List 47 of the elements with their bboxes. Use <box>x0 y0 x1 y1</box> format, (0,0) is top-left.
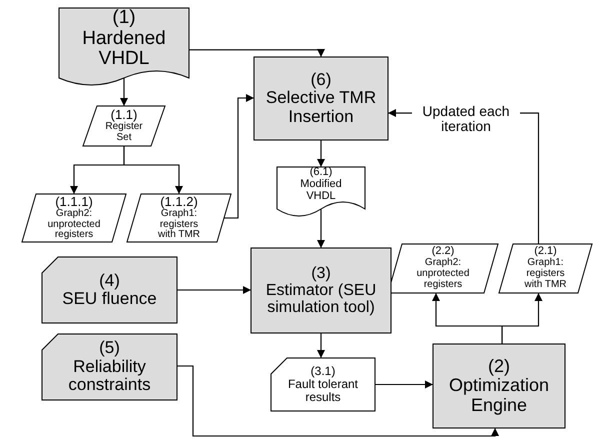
node-label: Modified VHDL <box>299 178 343 203</box>
arrow <box>317 140 325 167</box>
node-label: Graph1: registers with TMR <box>156 208 202 242</box>
node-label: Graph1: registers with TMR <box>523 258 568 291</box>
step-number: (6.1) <box>310 167 332 179</box>
node-label: Hardened VHDL <box>81 28 167 70</box>
arrow <box>224 94 254 219</box>
step-number: (3.1) <box>310 365 336 378</box>
step-number: (4) <box>99 272 120 290</box>
node-label: Selective TMR Insertion <box>264 89 378 126</box>
arrow <box>317 333 325 358</box>
data-parallelogram <box>127 194 231 242</box>
node-label: Register Set <box>104 122 144 144</box>
process-box <box>254 57 388 140</box>
step-number: (2) <box>488 356 510 376</box>
card-shape <box>271 358 375 411</box>
node-label: Optimization Engine <box>448 376 550 416</box>
step-number: (2.2) <box>432 246 454 258</box>
node-label: Estimator (SEU simulation tool) <box>264 282 378 316</box>
step-number: (1.1.2) <box>160 194 198 209</box>
card-shape <box>42 257 177 323</box>
arrow <box>123 146 183 194</box>
step-number: (1.1.1) <box>55 194 93 209</box>
node-label: Graph2: unprotected registers <box>416 258 470 291</box>
node-label: Graph2: unprotected registers <box>46 208 102 242</box>
data-parallelogram <box>83 106 165 146</box>
arrow <box>120 78 128 106</box>
arrow <box>177 365 500 437</box>
arrow <box>501 293 542 344</box>
step-number: (6) <box>310 70 332 90</box>
step-number: (5) <box>99 339 120 358</box>
node-label: Fault tolerant results <box>286 378 360 404</box>
arrow <box>177 286 251 294</box>
data-parallelogram <box>22 194 126 242</box>
arrow <box>375 380 433 388</box>
step-number: (1.1) <box>110 108 138 122</box>
card-shape <box>42 334 177 400</box>
process-box <box>433 344 565 428</box>
node-label: Reliability constraints <box>67 358 152 395</box>
arrow <box>189 49 325 57</box>
step-number: (1) <box>112 8 136 29</box>
node-label: SEU fluence <box>62 290 157 308</box>
step-number: (2.1) <box>534 246 557 258</box>
step-number: (3) <box>311 264 331 282</box>
data-parallelogram <box>499 244 592 293</box>
process-box <box>251 248 391 333</box>
arrow <box>317 209 325 248</box>
